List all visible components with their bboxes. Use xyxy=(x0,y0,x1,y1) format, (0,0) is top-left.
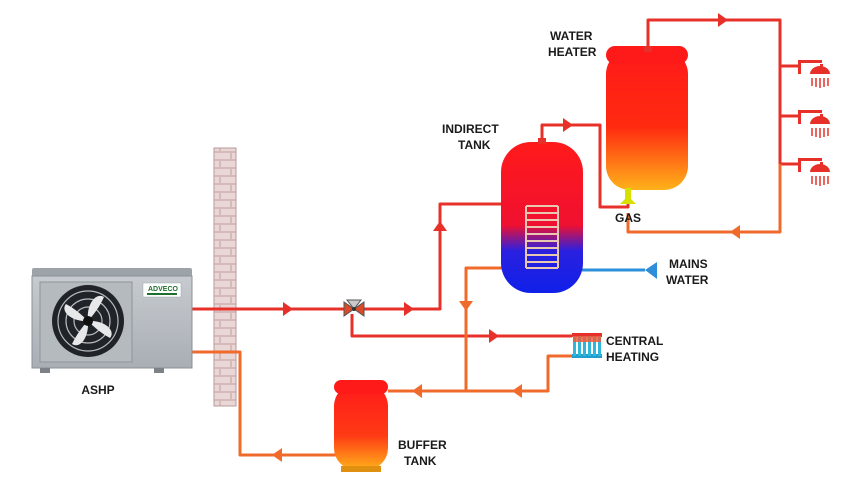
coil-icon xyxy=(525,205,559,269)
hot-pipe-to-showers xyxy=(646,18,800,166)
water-heater-label: WATER HEATER xyxy=(548,29,597,59)
diverter-valve xyxy=(343,299,365,317)
arrow-left-icon xyxy=(730,225,740,239)
brick-wall xyxy=(213,147,237,407)
central-heating-label: CENTRAL HEATING xyxy=(606,334,666,364)
ashp-unit: ADVECO xyxy=(31,268,193,373)
arrow-left-icon xyxy=(272,448,282,462)
arrow-right-icon xyxy=(718,13,728,27)
arrow-left-icon xyxy=(412,384,422,398)
ashp-label: ASHP xyxy=(81,383,114,397)
brand-logo: ADVECO xyxy=(148,286,179,293)
pipes xyxy=(192,18,800,457)
indirect-tank-label: INDIRECT TANK xyxy=(442,122,502,152)
shower-head-icon xyxy=(798,110,830,138)
gas-label: GAS xyxy=(615,211,641,225)
arrow-down-icon xyxy=(459,301,473,311)
flow-pipe-to-heating xyxy=(350,314,572,338)
arrow-up-icon xyxy=(433,221,447,231)
showers xyxy=(798,60,830,186)
return-pipe-heating xyxy=(466,354,572,393)
gas-flame-icon xyxy=(620,196,636,204)
buffer-tank-label: BUFFER TANK xyxy=(398,438,450,468)
return-pipe-ashp xyxy=(192,350,338,457)
water-heater xyxy=(606,46,688,204)
buffer-tank xyxy=(334,380,388,472)
radiator-icon xyxy=(572,333,602,358)
flow-arrows xyxy=(272,13,740,462)
arrow-left-icon xyxy=(645,262,657,279)
indirect-tank xyxy=(501,138,583,293)
arrow-right-icon xyxy=(404,302,414,316)
arrow-right-icon xyxy=(563,118,573,132)
shower-head-icon xyxy=(798,158,830,186)
hot-pipe-to-water-heater xyxy=(540,123,630,209)
arrow-right-icon xyxy=(489,329,499,343)
shower-head-icon xyxy=(798,60,830,88)
return-pipe-showers xyxy=(626,164,782,234)
gas-burner xyxy=(625,188,631,202)
arrow-right-icon xyxy=(283,302,293,316)
mains-water-label: MAINS WATER xyxy=(666,257,711,287)
arrow-left-icon xyxy=(512,384,522,398)
